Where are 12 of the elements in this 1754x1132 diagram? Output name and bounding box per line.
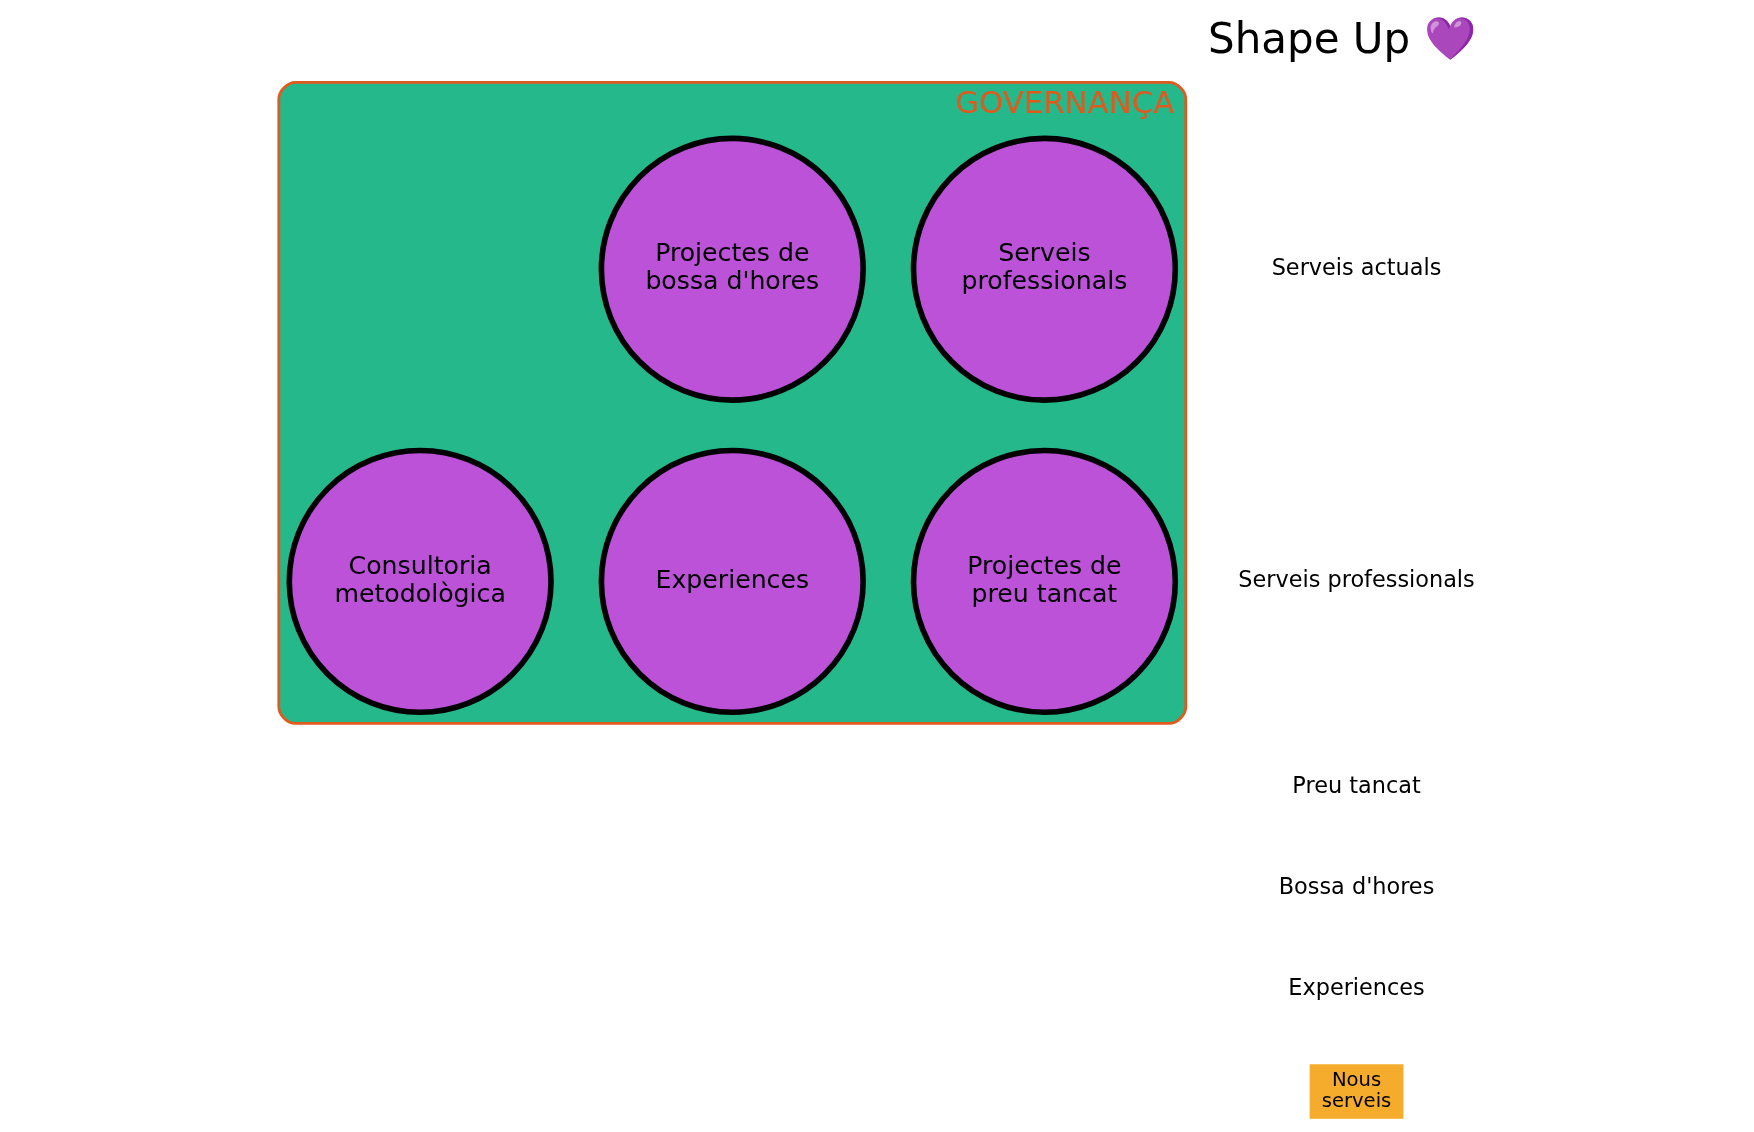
node-circle: Consultoria metodològica [286, 447, 554, 716]
node-circle: Experiences [598, 447, 866, 716]
node-box: Nous serveis [1309, 1064, 1403, 1119]
node-circle: Projectes de preu tancat [910, 447, 1178, 716]
label: Serveis actuals [1271, 253, 1441, 280]
label: Serveis professionals [1237, 565, 1475, 592]
label: Preu tancat [1291, 772, 1421, 799]
diagram-title: Shape Up 💜 [1207, 14, 1476, 64]
label: Experiences [1287, 973, 1425, 1000]
node-circle: Projectes de bossa d'hores [598, 135, 866, 403]
node-circle: Serveis professionals [910, 135, 1178, 403]
label: Bossa d'hores [1278, 872, 1434, 899]
